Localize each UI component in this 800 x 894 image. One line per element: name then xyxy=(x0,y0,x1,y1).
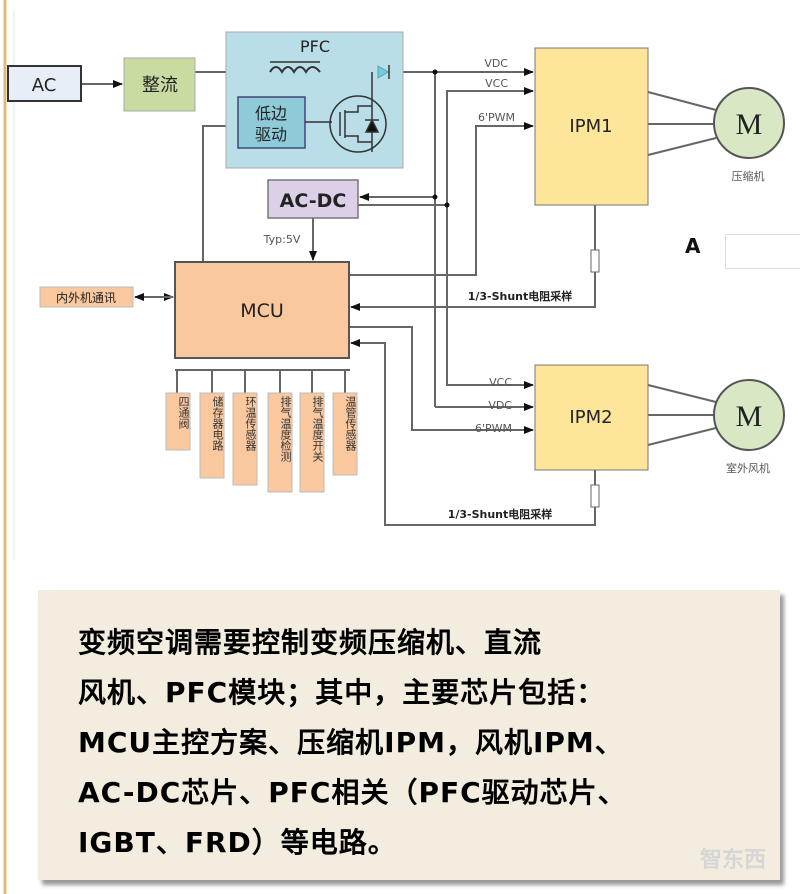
description-line: IGBT、FRD）等电路。 xyxy=(78,826,397,859)
compressor-label: 压缩机 xyxy=(732,169,765,183)
ipm1-block xyxy=(534,47,649,206)
peripheral-storage-circuit: 储存器电路 xyxy=(211,396,224,451)
peripherals xyxy=(165,392,358,493)
ipm2-vdc-label: VDC xyxy=(488,399,512,412)
ipm1-pwm-label: 6'PWM xyxy=(478,111,515,124)
shunt2-label: 1/3-Shunt电阻采样 xyxy=(448,507,553,521)
description-box: 变频空调需要控制变频压缩机、直流 风机、PFC模块；其中，主要芯片包括： MCU… xyxy=(38,590,780,880)
rectifier-block xyxy=(123,57,196,112)
acdc-label: AC-DC xyxy=(280,190,347,212)
comm-block xyxy=(39,286,134,308)
low-side-driver-block xyxy=(237,96,306,149)
peripheral-ambient-temp-sensor: 环温传感器 xyxy=(244,396,257,451)
compressor-motor-icon xyxy=(713,87,785,159)
ac-source-block xyxy=(7,65,82,102)
fan-label: 室外风机 xyxy=(726,461,770,475)
watermark-logo: 智东西 xyxy=(700,848,767,873)
shunt-resistor-icon xyxy=(590,484,600,508)
peripheral-exhaust-temp-detect: 排气温度检测 xyxy=(279,396,292,462)
description-line: 变频空调需要控制变频压缩机、直流 xyxy=(78,626,543,659)
a-label: A xyxy=(685,234,701,258)
shunt-resistor-icon xyxy=(590,249,600,273)
ipm1-label: IPM1 xyxy=(569,116,612,137)
diode-icon xyxy=(377,65,389,79)
ac-label: AC xyxy=(32,75,57,96)
driver-label-1: 低边 xyxy=(255,104,287,123)
peripheral-exhaust-temp-switch: 排气温度开关 xyxy=(311,396,324,462)
ipm2-pwm-label: 6'PWM xyxy=(475,422,512,435)
peripheral-pipe-temp-sensor: 温管传感器 xyxy=(344,396,357,451)
mcu-block xyxy=(174,261,350,359)
motor2-label: M xyxy=(736,400,763,433)
typ-voltage-label: Typ:5V xyxy=(263,233,301,246)
comm-label: 内外机通讯 xyxy=(56,291,116,305)
wires xyxy=(81,68,717,526)
acdc-block xyxy=(267,179,359,219)
driver-label-2: 驱动 xyxy=(255,125,287,144)
ipm2-label: IPM2 xyxy=(569,407,612,428)
shunt1-label: 1/3-Shunt电阻采样 xyxy=(468,289,573,303)
fan-motor-icon xyxy=(713,379,785,451)
motor1-label: M xyxy=(736,108,763,141)
description-line: 风机、PFC模块；其中，主要芯片包括： xyxy=(78,676,606,709)
peripheral-four-way-valve: 四通阀 xyxy=(177,396,190,429)
ipm1-vdc-label: VDC xyxy=(484,57,508,70)
description-line: AC-DC芯片、PFC相关（PFC驱动芯片、 xyxy=(78,776,627,809)
ipm1-vcc-label: VCC xyxy=(485,77,508,90)
text-input-box[interactable] xyxy=(725,234,800,269)
ipm2-vcc-label: VCC xyxy=(489,376,512,389)
ipm2-block xyxy=(534,364,649,471)
inductor-icon xyxy=(269,66,321,74)
rectifier-label: 整流 xyxy=(142,75,178,96)
description-line: MCU主控方案、压缩机IPM，风机IPM、 xyxy=(78,726,624,759)
pfc-title: PFC xyxy=(300,37,330,56)
mcu-label: MCU xyxy=(240,300,284,322)
mosfet-icon xyxy=(329,72,387,153)
